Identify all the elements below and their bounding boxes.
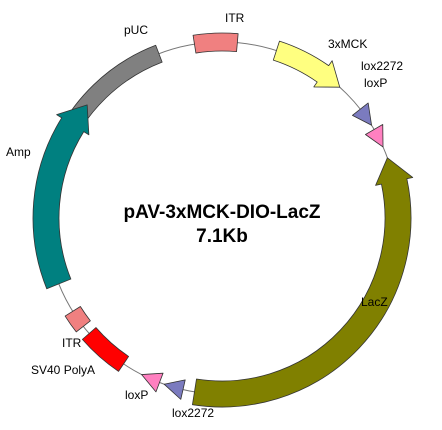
label-loxp-bottom: loxP xyxy=(125,388,148,402)
label-lacz: LacZ xyxy=(361,295,388,309)
feature-lox2272-bottom xyxy=(163,379,186,400)
label-itr-top: ITR xyxy=(225,11,245,25)
feature-itr-bottom xyxy=(64,306,91,333)
plasmid-size: 7.1Kb xyxy=(196,226,248,247)
feature-itr-top xyxy=(192,32,239,54)
label-lox2272-bottom: lox2272 xyxy=(172,406,214,420)
label-sv40-polya: SV40 PolyA xyxy=(31,363,95,377)
label-amp: Amp xyxy=(6,145,31,159)
feature-sv40-polya xyxy=(81,327,130,372)
label-3xmck: 3xMCK xyxy=(328,37,367,51)
label-loxp-top: loxP xyxy=(364,76,387,90)
feature-lox2272-top xyxy=(352,102,372,126)
label-lox2272-top: lox2272 xyxy=(361,59,403,73)
plasmid-name: pAV-3xMCK-DIO-LacZ xyxy=(123,202,320,223)
label-puc: pUC xyxy=(124,23,148,37)
feature-loxp-top xyxy=(365,124,384,148)
feature-3xmck xyxy=(272,40,341,88)
feature-amp xyxy=(32,104,90,290)
feature-loxp-bottom xyxy=(141,372,164,393)
label-itr-bottom: ITR xyxy=(62,336,82,350)
feature-lacz xyxy=(192,157,414,408)
features-layer xyxy=(32,32,414,408)
